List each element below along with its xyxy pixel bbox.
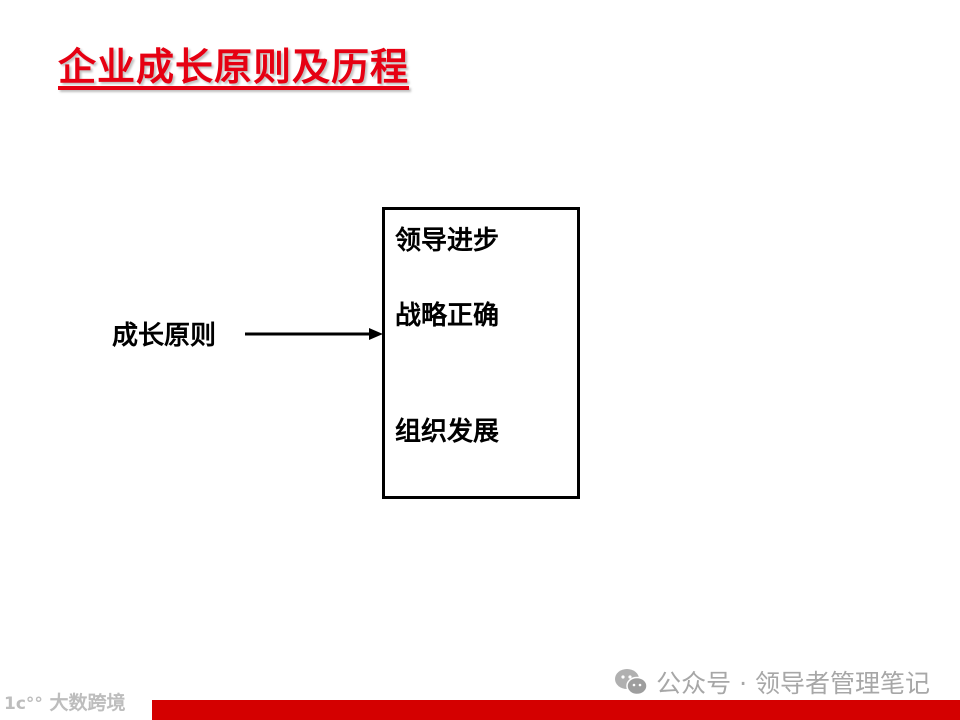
principle-item-strategy: 战略正确 (395, 301, 500, 331)
wechat-icon (615, 669, 648, 696)
principle-item-leadership: 领导进步 (395, 226, 500, 256)
brand-logo: 1c°° 大数跨境 (4, 688, 126, 715)
watermark-text: 公众号 · 领导者管理笔记 (656, 669, 930, 698)
principle-item-organization: 组织发展 (395, 417, 500, 447)
logo-text: 大数跨境 (49, 692, 126, 714)
principles-box: 领导进步 战略正确 组织发展 (382, 207, 580, 499)
arrow-right-icon (245, 328, 383, 340)
logo-mark-icon: 1c°° (4, 694, 43, 714)
slide-title: 企业成长原则及历程 (58, 45, 410, 89)
wechat-watermark: 公众号 · 领导者管理笔记 (614, 664, 930, 700)
footer-red-bar (152, 700, 960, 720)
growth-principle-label: 成长原则 (112, 321, 217, 351)
